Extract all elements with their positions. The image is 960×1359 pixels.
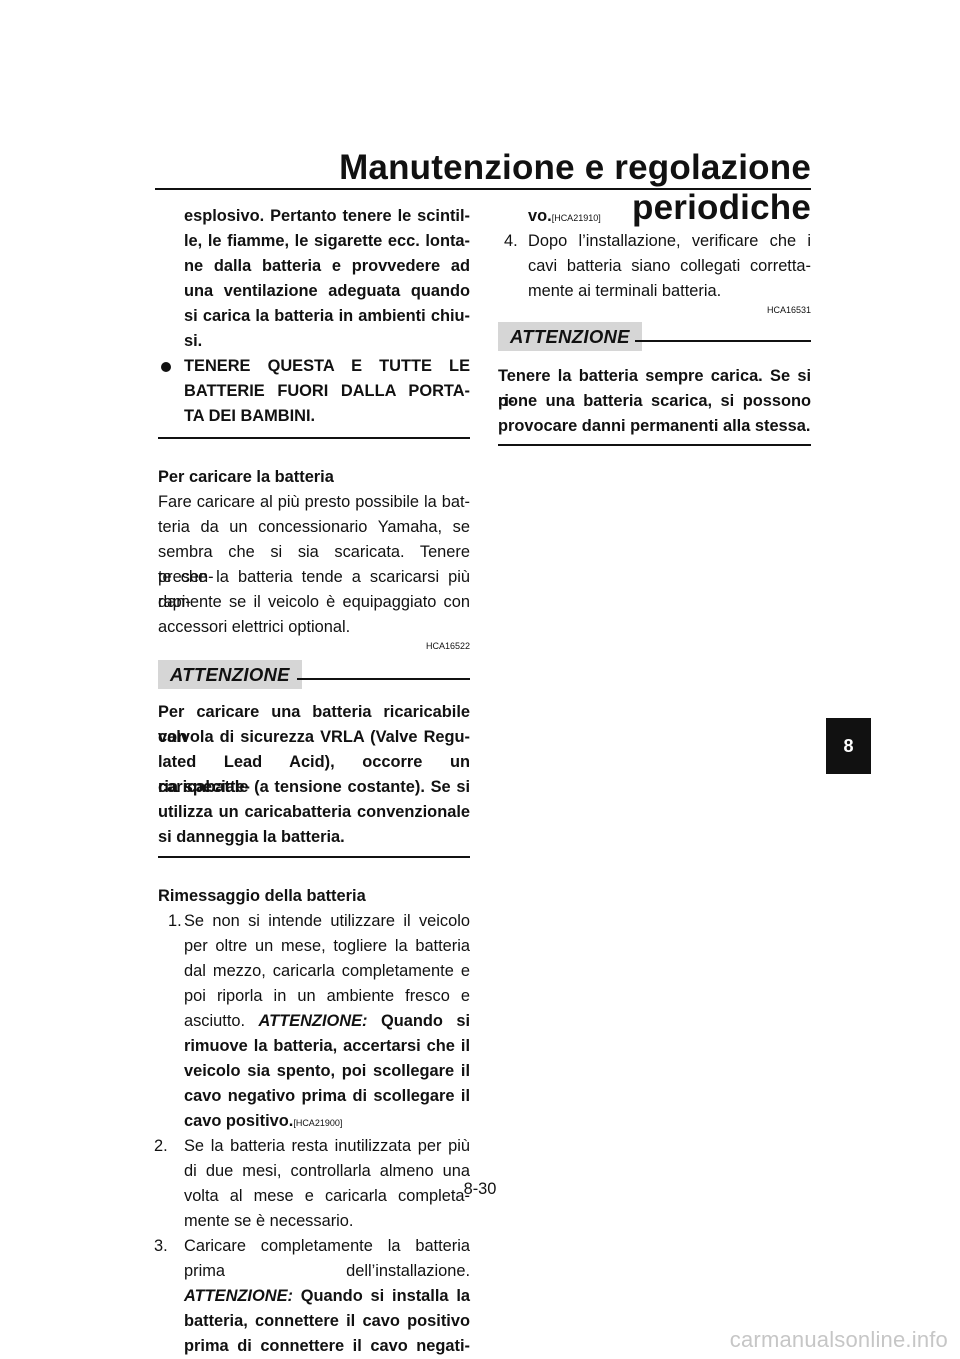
- warning-line: ne dalla batteria e provvedere ad: [184, 257, 470, 275]
- inline-reference-code: [HCA21900]: [293, 1118, 343, 1128]
- list-item: 3. Caricare completamente la batteria pr…: [154, 1234, 470, 1359]
- charge-heading: Per caricare la batteria: [158, 468, 334, 486]
- list-item: 1. Se non si intende utilizzare il veico…: [154, 909, 470, 1134]
- inline-attention-label: ATTENZIONE:: [258, 1012, 368, 1030]
- charge-paragraph: Fare caricare al più presto possibile la…: [158, 490, 470, 640]
- section-rule: [158, 856, 470, 858]
- warning-line: una ventilazione adeguata quando: [184, 282, 470, 300]
- right-column: vo.[HCA21910] 4. Dopo l’installazione, v…: [498, 204, 811, 446]
- list-number: 4.: [504, 232, 518, 250]
- charge-line: Fare caricare al più presto possibile la…: [158, 493, 470, 511]
- list-number: 3.: [154, 1237, 168, 1255]
- attention-line: ria speciale (a tensione costante). Se s…: [158, 778, 470, 796]
- item-bold-text: Quando si installa la: [300, 1287, 470, 1305]
- item-bold-line: cavo negativo prima di scollegare il: [184, 1087, 470, 1105]
- attention-rule: [297, 678, 470, 680]
- item-bold-line: veicolo sia spento, poi scollegare il: [184, 1062, 470, 1080]
- attention-header: ATTENZIONE: [158, 660, 470, 690]
- bullet-line: TA DEI BAMBINI.: [184, 407, 316, 425]
- list-number: 2.: [154, 1137, 168, 1155]
- item-line: per oltre un mese, togliere la batteria: [184, 937, 470, 955]
- list-number: 1.: [168, 912, 182, 930]
- item-line: Caricare completamente la batteria: [184, 1237, 470, 1255]
- bullet-item: TENERE QUESTA E TUTTE LE BATTERIE FUORI …: [158, 354, 470, 429]
- warning-line: le, le fiamme, le sigarette ecc. lonta-: [184, 232, 470, 250]
- charge-line: damente se il veicolo è equipaggiato con: [158, 593, 470, 611]
- attention-line: provocare danni permanenti alla stessa.: [498, 417, 811, 435]
- bullet-line: TENERE QUESTA E TUTTE LE: [184, 357, 470, 375]
- attention-line: utilizza un caricabatteria convenzionale: [158, 803, 470, 821]
- charge-line: teria da un concessionario Yamaha, se: [158, 518, 470, 536]
- inline-reference-code: [HCA21910]: [551, 213, 601, 223]
- item-bold-line: vo.[HCA21910]: [528, 204, 811, 229]
- bullet-dot-icon: [161, 362, 171, 372]
- watermark: carmanualsonline.info: [729, 1327, 948, 1352]
- item3-continuation: vo.[HCA21910]: [498, 204, 811, 229]
- item-line: dal mezzo, caricarla completamente e: [184, 962, 470, 980]
- item-line: prima dell’installazione.: [184, 1262, 470, 1280]
- warning-line: si carica la batteria in ambienti chiu-: [184, 307, 470, 325]
- page-title: Manutenzione e regolazione periodiche: [339, 148, 811, 227]
- page-number: 8-30: [463, 1180, 497, 1198]
- title-rule: [155, 188, 811, 190]
- left-column: esplosivo. Pertanto tenere le scintil- l…: [154, 204, 470, 1359]
- item-line: mente se è necessario.: [184, 1212, 354, 1230]
- chapter-tab: 8: [826, 718, 871, 774]
- attention-line: lated Lead Acid), occorre un caricabatte…: [158, 753, 470, 796]
- charge-line: te che la batteria tende a scaricarsi pi…: [158, 568, 470, 611]
- item-bold-line: cavo positivo.[HCA21900]: [184, 1109, 470, 1134]
- attention-label: ATTENZIONE: [498, 322, 642, 351]
- bullet-line: BATTERIE FUORI DALLA PORTA-: [184, 382, 470, 400]
- item-line: Se la batteria resta inutilizzata per pi…: [184, 1137, 470, 1155]
- section-rule: [158, 437, 470, 439]
- item-bold-line: batteria, connettere il cavo positivo: [184, 1312, 470, 1330]
- attention-line: Per caricare una batteria ricaricabile c…: [158, 703, 470, 746]
- reference-code: HCA16531: [766, 305, 811, 315]
- attention-text: Tenere la batteria sempre carica. Se si …: [498, 364, 811, 439]
- item-bold-text: vo.: [528, 207, 552, 225]
- item-plain-text: asciutto.: [184, 1012, 246, 1030]
- attention-rule: [635, 340, 811, 342]
- attention-line: pone una batteria scarica, si possono: [498, 392, 811, 410]
- inline-attention-label: ATTENZIONE:: [184, 1287, 293, 1305]
- section-rule: [498, 444, 811, 446]
- reference-code: HCA16522: [425, 641, 470, 651]
- item-line: mente ai terminali batteria.: [528, 282, 722, 300]
- item-line: cavi batteria siano collegati corretta-: [528, 257, 811, 275]
- item-line: Se non si intende utilizzare il veicolo: [184, 912, 470, 930]
- charge-line: accessori elettrici optional.: [158, 618, 351, 636]
- item-line: di due mesi, controllarla almeno una: [184, 1162, 470, 1180]
- item-line: volta al mese e caricarla completa-: [184, 1187, 470, 1205]
- item-line: asciutto. ATTENZIONE: Quando si: [184, 1009, 470, 1034]
- item-line: ATTENZIONE: Quando si installa la: [184, 1284, 470, 1309]
- attention-label: ATTENZIONE: [158, 660, 302, 689]
- attention-line: valvola di sicurezza VRLA (Valve Regu-: [158, 728, 470, 746]
- warning-continuation: esplosivo. Pertanto tenere le scintil- l…: [158, 204, 470, 354]
- item-bold-line: rimuove la batteria, accertarsi che il: [184, 1037, 470, 1055]
- attention-header: ATTENZIONE: [498, 322, 811, 352]
- item-line: poi riporla in un ambiente fresco e: [184, 987, 470, 1005]
- attention-text: Per caricare una batteria ricaricabile c…: [158, 700, 470, 850]
- warning-line: si.: [184, 332, 203, 350]
- item-line: Dopo l’installazione, verificare che i: [528, 232, 811, 250]
- list-item: 2. Se la batteria resta inutilizzata per…: [154, 1134, 470, 1234]
- attention-line: si danneggia la batteria.: [158, 828, 345, 846]
- warning-line: esplosivo. Pertanto tenere le scintil-: [184, 207, 470, 225]
- item-bold-text: cavo positivo.: [184, 1112, 294, 1130]
- item-bold-line: prima di connettere il cavo negati-: [184, 1337, 470, 1355]
- list-item: 4. Dopo l’installazione, verificare che …: [498, 229, 811, 304]
- item-bold-text: Quando si: [380, 1012, 470, 1030]
- storage-heading: Rimessaggio della batteria: [158, 887, 366, 905]
- attention-line: Tenere la batteria sempre carica. Se si …: [498, 367, 811, 410]
- charge-line: sembra che si sia scaricata. Tenere pres…: [158, 543, 470, 586]
